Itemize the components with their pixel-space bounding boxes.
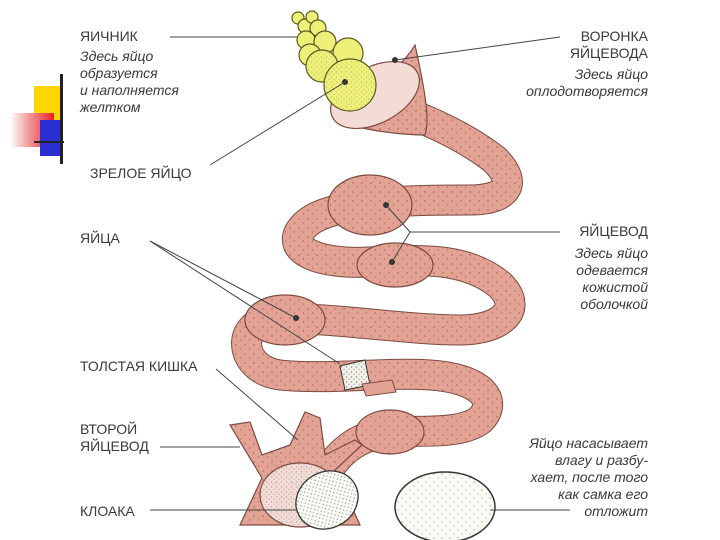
label-second-oviduct: ВТОРОЙ ЯЙЦЕВОД (80, 421, 149, 455)
label-oviduct: ЯЙЦЕВОД (579, 223, 648, 240)
note-oviduct: Здесь яйцо одевается кожистой оболочкой (575, 245, 648, 313)
label-ovary: ЯИЧНИК (80, 28, 138, 45)
label-funnel: ВОРОНКА ЯЙЦЕВОДА (570, 28, 648, 62)
note-funnel: Здесь яйцо оплодотворяется (526, 66, 648, 100)
note-ovary: Здесь яйцо образуется и наполняется желт… (80, 48, 179, 116)
label-large-intestine: ТОЛСТАЯ КИШКА (80, 358, 197, 375)
note-laid-egg: Яйцо насасывает влагу и разбу- хает, пос… (529, 435, 648, 520)
label-cloaca: КЛОАКА (80, 503, 135, 520)
laid-egg (395, 472, 495, 540)
label-eggs: ЯЙЦА (80, 230, 120, 247)
label-mature-egg: ЗРЕЛОЕ ЯЙЦО (90, 165, 192, 182)
